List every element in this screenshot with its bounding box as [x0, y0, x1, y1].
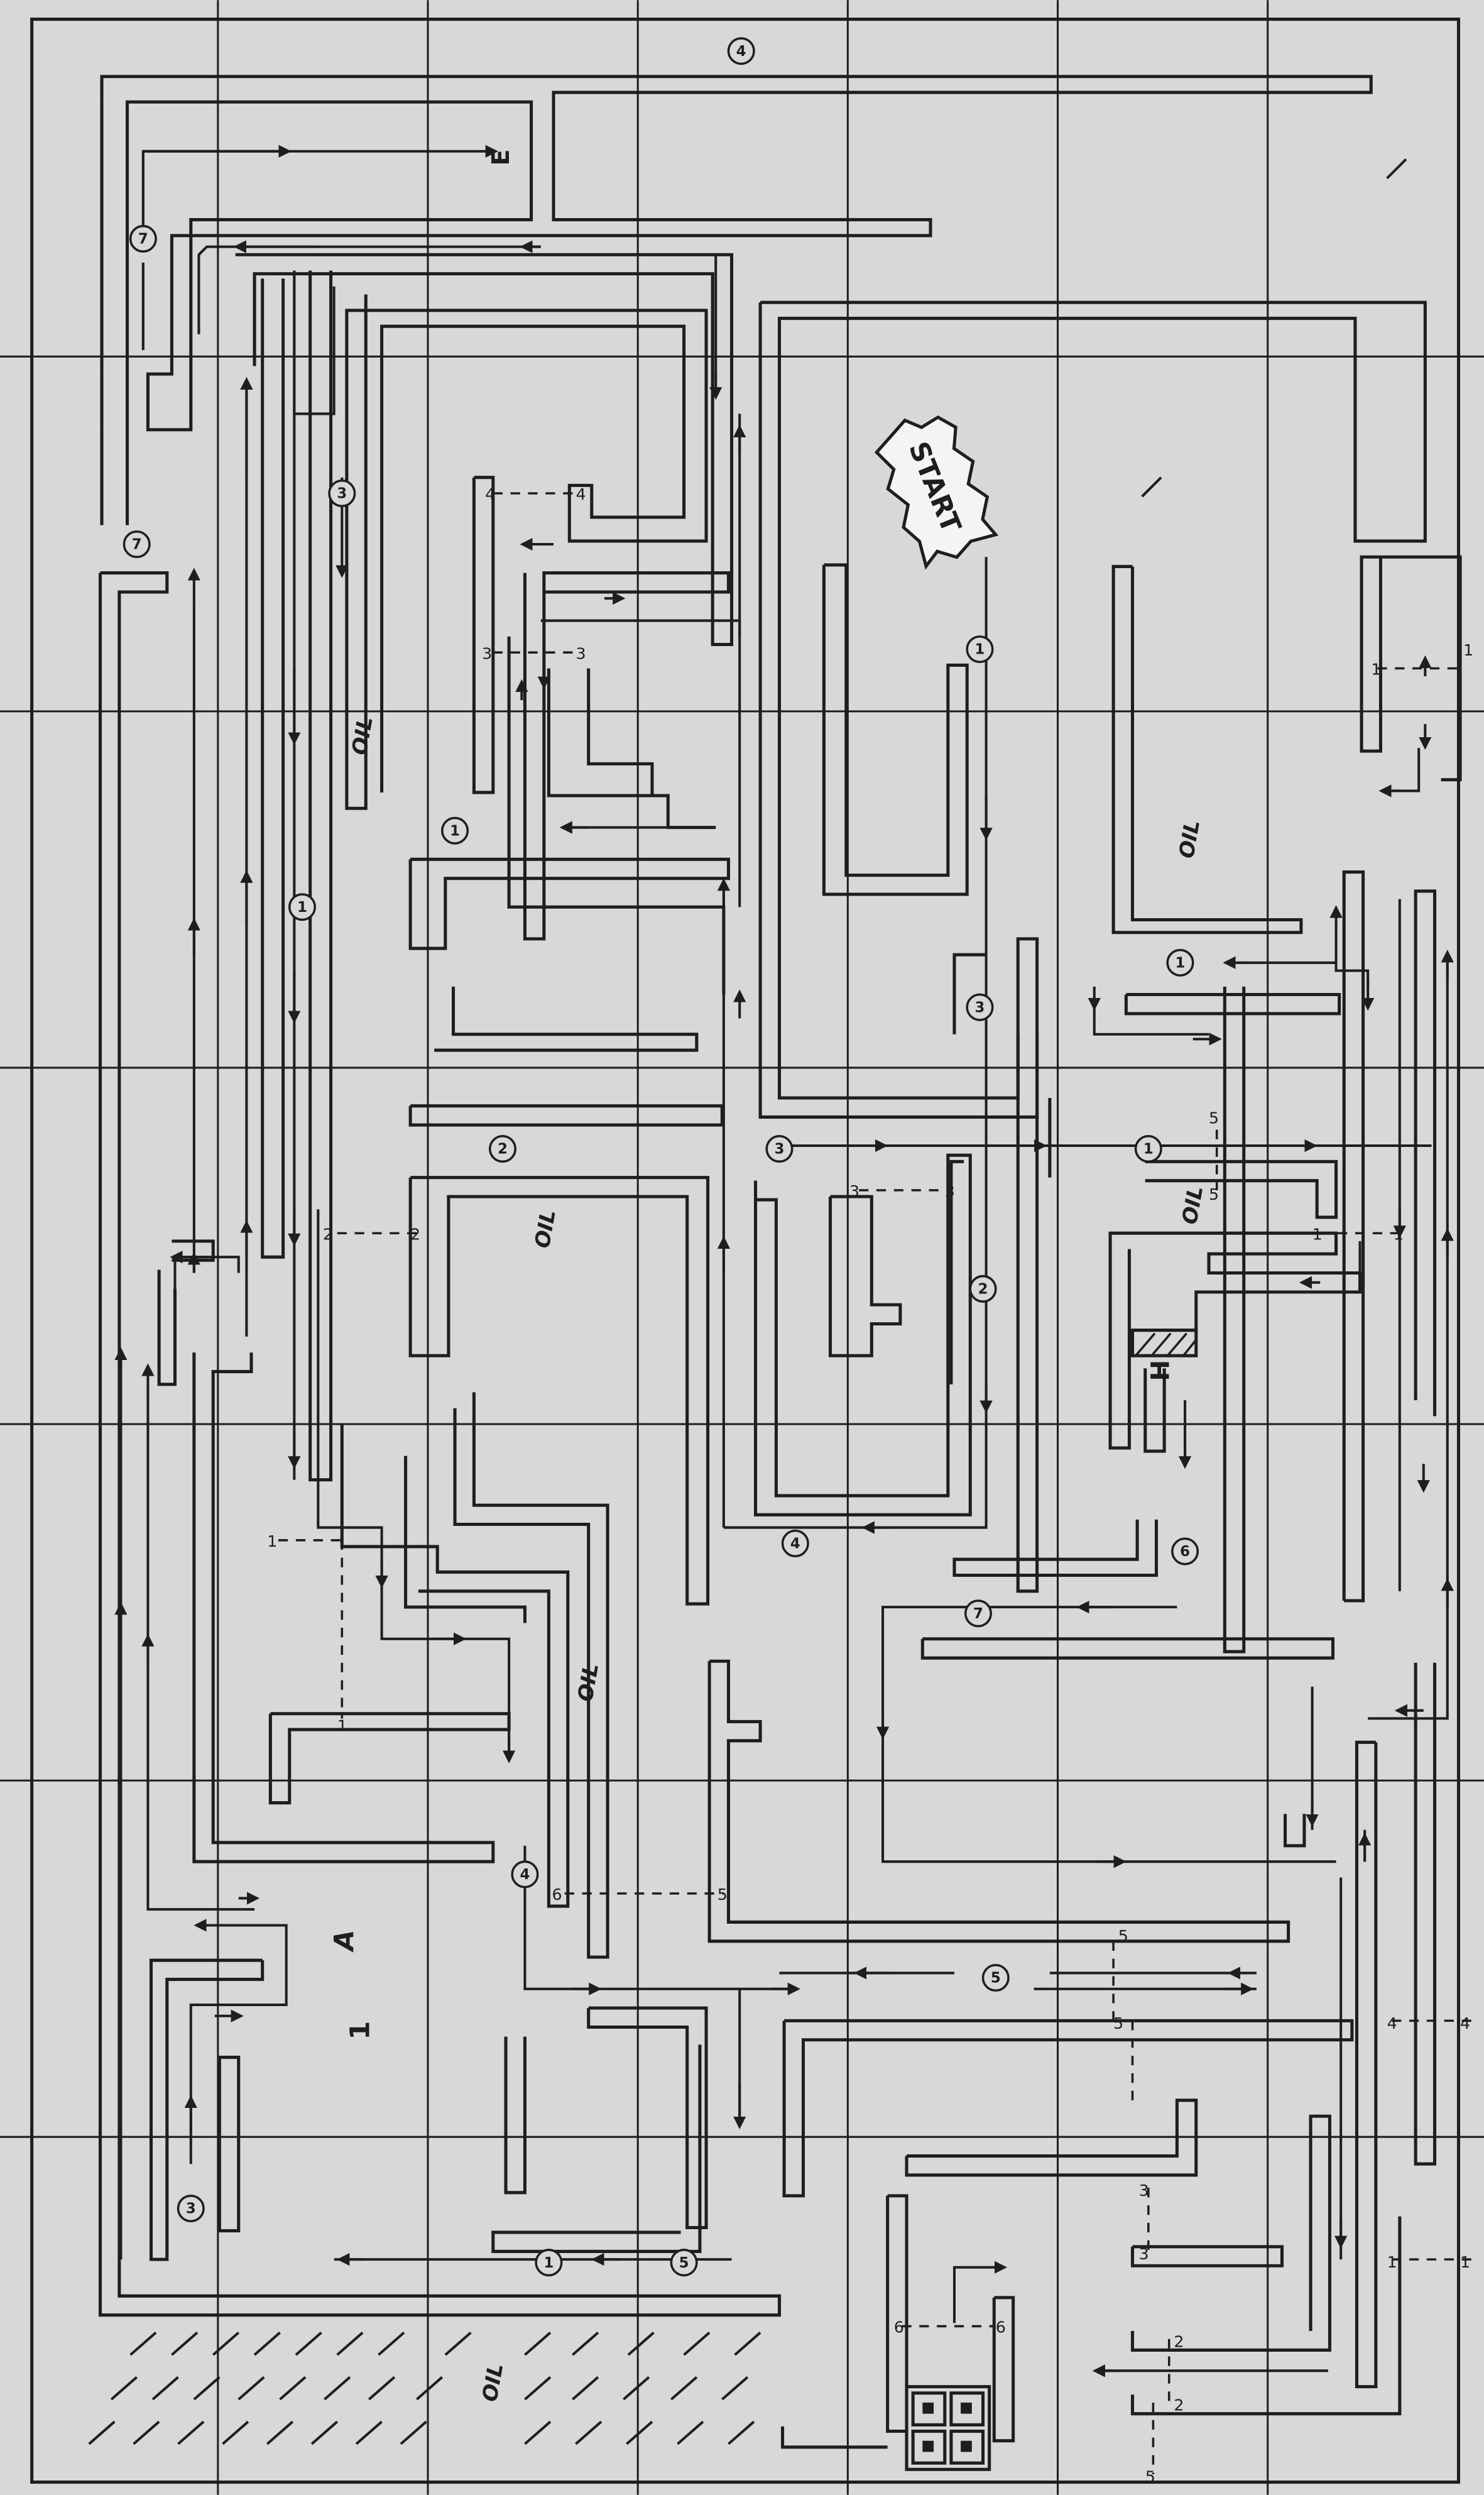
link-number: 1	[337, 1717, 347, 1735]
link-number: 4	[485, 485, 495, 503]
svg-text:4: 4	[736, 43, 746, 60]
circle-marker: 1	[442, 818, 468, 843]
link-number: 1	[1371, 661, 1381, 679]
circle-marker: 6	[1172, 1538, 1198, 1564]
circle-marker: 4	[728, 38, 754, 64]
circle-marker: 3	[329, 481, 355, 507]
hole-label: H	[1145, 1360, 1176, 1381]
link-number: 4	[1460, 2014, 1470, 2032]
link-number: 1	[1312, 1225, 1323, 1243]
link-number: 5	[1113, 2014, 1123, 2032]
circle-marker: 7	[966, 1601, 991, 1626]
circle-marker: 4	[783, 1531, 809, 1557]
svg-text:1: 1	[297, 899, 307, 916]
svg-text:1: 1	[1176, 955, 1186, 971]
link-number: 4	[576, 485, 586, 503]
circle-marker: 1	[1167, 950, 1193, 976]
link-number: 1	[1387, 2253, 1397, 2271]
link-number: 3	[945, 1182, 955, 1200]
svg-text:5: 5	[991, 1970, 1001, 1987]
link-number: 3	[482, 644, 492, 662]
svg-text:1: 1	[975, 642, 985, 658]
svg-text:7: 7	[132, 537, 142, 553]
link-number: 3	[1139, 2181, 1149, 2200]
link-number: 2	[1174, 2332, 1184, 2350]
link-number: 5	[1118, 1927, 1128, 1945]
link-number: 6	[894, 2318, 904, 2337]
link-number: 5	[1209, 1185, 1219, 1204]
svg-text:3: 3	[186, 2201, 196, 2217]
circle-marker: 3	[178, 2196, 204, 2222]
circle-marker: 5	[983, 1965, 1009, 1991]
link-number: 1	[1394, 1225, 1404, 1243]
svg-text:2: 2	[978, 1281, 988, 1297]
link-number: 2	[410, 1225, 420, 1243]
link-number: 3	[576, 644, 586, 662]
link-number: 5	[1145, 2468, 1155, 2486]
end-label: E	[487, 150, 515, 166]
level-number: 1	[344, 2021, 376, 2040]
link-number: 6	[996, 2318, 1006, 2337]
link-number: 3	[849, 1182, 859, 1200]
svg-text:1: 1	[543, 2255, 554, 2271]
link-number: 3	[1139, 2245, 1149, 2263]
circle-marker: 2	[490, 1136, 516, 1162]
svg-text:5: 5	[679, 2255, 689, 2271]
link-number: 2	[1174, 2396, 1184, 2415]
circle-marker: 1	[967, 637, 993, 662]
circle-marker: 5	[671, 2250, 697, 2276]
svg-text:3: 3	[337, 486, 347, 502]
svg-text:2: 2	[498, 1141, 508, 1158]
circle-marker: 7	[131, 226, 156, 252]
circle-marker: 1	[536, 2250, 562, 2276]
link-number: 6	[552, 1885, 562, 1904]
link-number: 5	[717, 1885, 728, 1904]
svg-text:7: 7	[973, 1606, 983, 1622]
link-number: 1	[1463, 641, 1473, 659]
circle-marker: 7	[124, 532, 150, 557]
svg-text:6: 6	[1180, 1544, 1190, 1560]
circle-marker: 4	[512, 1862, 538, 1887]
svg-text:4: 4	[790, 1535, 800, 1552]
link-number: 5	[1209, 1109, 1219, 1127]
circle-marker: 3	[767, 1136, 792, 1162]
svg-text:3: 3	[975, 999, 985, 1016]
circle-marker: 1	[1136, 1136, 1162, 1162]
circle-marker: 3	[967, 994, 993, 1020]
link-number: 2	[323, 1225, 333, 1243]
link-number: 4	[1387, 2014, 1397, 2032]
svg-text:1: 1	[1143, 1141, 1154, 1158]
svg-text:7: 7	[138, 231, 148, 248]
svg-text:1: 1	[450, 823, 460, 839]
link-number: 1	[267, 1532, 277, 1550]
circle-marker: 2	[970, 1276, 996, 1302]
svg-text:3: 3	[775, 1141, 785, 1158]
svg-text:4: 4	[520, 1867, 530, 1883]
circle-marker: 1	[290, 894, 315, 920]
link-number: 1	[1460, 2253, 1470, 2271]
area-label: A	[329, 1930, 360, 1953]
